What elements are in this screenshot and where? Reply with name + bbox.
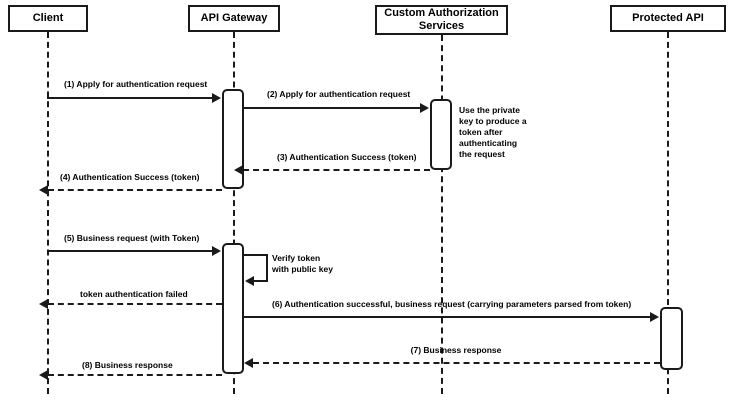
activation-api-gateway-business bbox=[222, 243, 244, 374]
message-8-label: (8) Business response bbox=[82, 360, 173, 370]
participant-api-gateway[interactable]: API Gateway bbox=[188, 5, 280, 32]
lifeline-protected-api bbox=[667, 32, 669, 394]
self-message-arrowhead bbox=[245, 276, 254, 286]
participant-client-label: Client bbox=[32, 12, 64, 24]
message-6-line bbox=[244, 316, 651, 318]
message-1-label: (1) Apply for authentication request bbox=[64, 79, 208, 89]
participant-custom-authorization-services[interactable]: Custom Authorization Services bbox=[375, 5, 508, 35]
message-7-arrowhead bbox=[244, 358, 253, 368]
note-private-key: Use the private key to produce a token a… bbox=[459, 105, 527, 159]
message-3-line bbox=[243, 169, 430, 171]
lifeline-custom-authorization-services bbox=[441, 35, 443, 394]
activation-api-gateway-auth bbox=[222, 89, 244, 189]
participant-protected-api[interactable]: Protected API bbox=[610, 5, 726, 32]
message-2-label: (2) Apply for authentication request bbox=[267, 89, 411, 99]
message-3-label: (3) Authentication Success (token) bbox=[277, 152, 417, 162]
message-4-arrowhead bbox=[39, 185, 48, 195]
message-8-arrowhead bbox=[39, 370, 48, 380]
participant-protected-api-label: Protected API bbox=[632, 12, 704, 24]
message-1-arrowhead bbox=[212, 93, 221, 103]
participant-custom-authorization-services-label: Custom Authorization Services bbox=[384, 7, 499, 32]
message-token-auth-failed-label: token authentication failed bbox=[80, 289, 188, 299]
message-8-line bbox=[48, 374, 222, 376]
activation-custom-auth-service bbox=[430, 99, 452, 170]
self-message-bottom-segment bbox=[253, 280, 268, 282]
message-2-line bbox=[244, 107, 421, 109]
self-message-right-segment bbox=[266, 254, 268, 280]
message-token-auth-failed-line bbox=[48, 303, 222, 305]
message-5-label: (5) Business request (with Token) bbox=[64, 233, 200, 243]
message-5-arrowhead bbox=[212, 246, 221, 256]
message-token-auth-failed-arrowhead bbox=[39, 299, 48, 309]
self-message-top-segment bbox=[244, 254, 268, 256]
message-6-label: (6) Authentication successful, business … bbox=[272, 299, 632, 309]
message-2-arrowhead bbox=[420, 103, 429, 113]
participant-api-gateway-label: API Gateway bbox=[200, 12, 268, 24]
message-7-label center: (7) Business response bbox=[410, 345, 502, 355]
message-5-line bbox=[47, 250, 213, 252]
message-1-line bbox=[47, 97, 213, 99]
lifeline-api-gateway bbox=[233, 32, 235, 394]
message-7-line bbox=[253, 362, 660, 364]
self-message-label-line2: with public key bbox=[272, 264, 333, 274]
message-4-line bbox=[48, 189, 222, 191]
message-4-label: (4) Authentication Success (token) bbox=[60, 172, 200, 182]
self-message-label-line1: Verify token bbox=[272, 253, 321, 263]
activation-protected-api bbox=[660, 307, 683, 370]
message-3-arrowhead bbox=[234, 165, 243, 175]
participant-client[interactable]: Client bbox=[8, 5, 88, 32]
lifeline-client bbox=[47, 32, 49, 394]
message-6-arrowhead bbox=[650, 312, 659, 322]
